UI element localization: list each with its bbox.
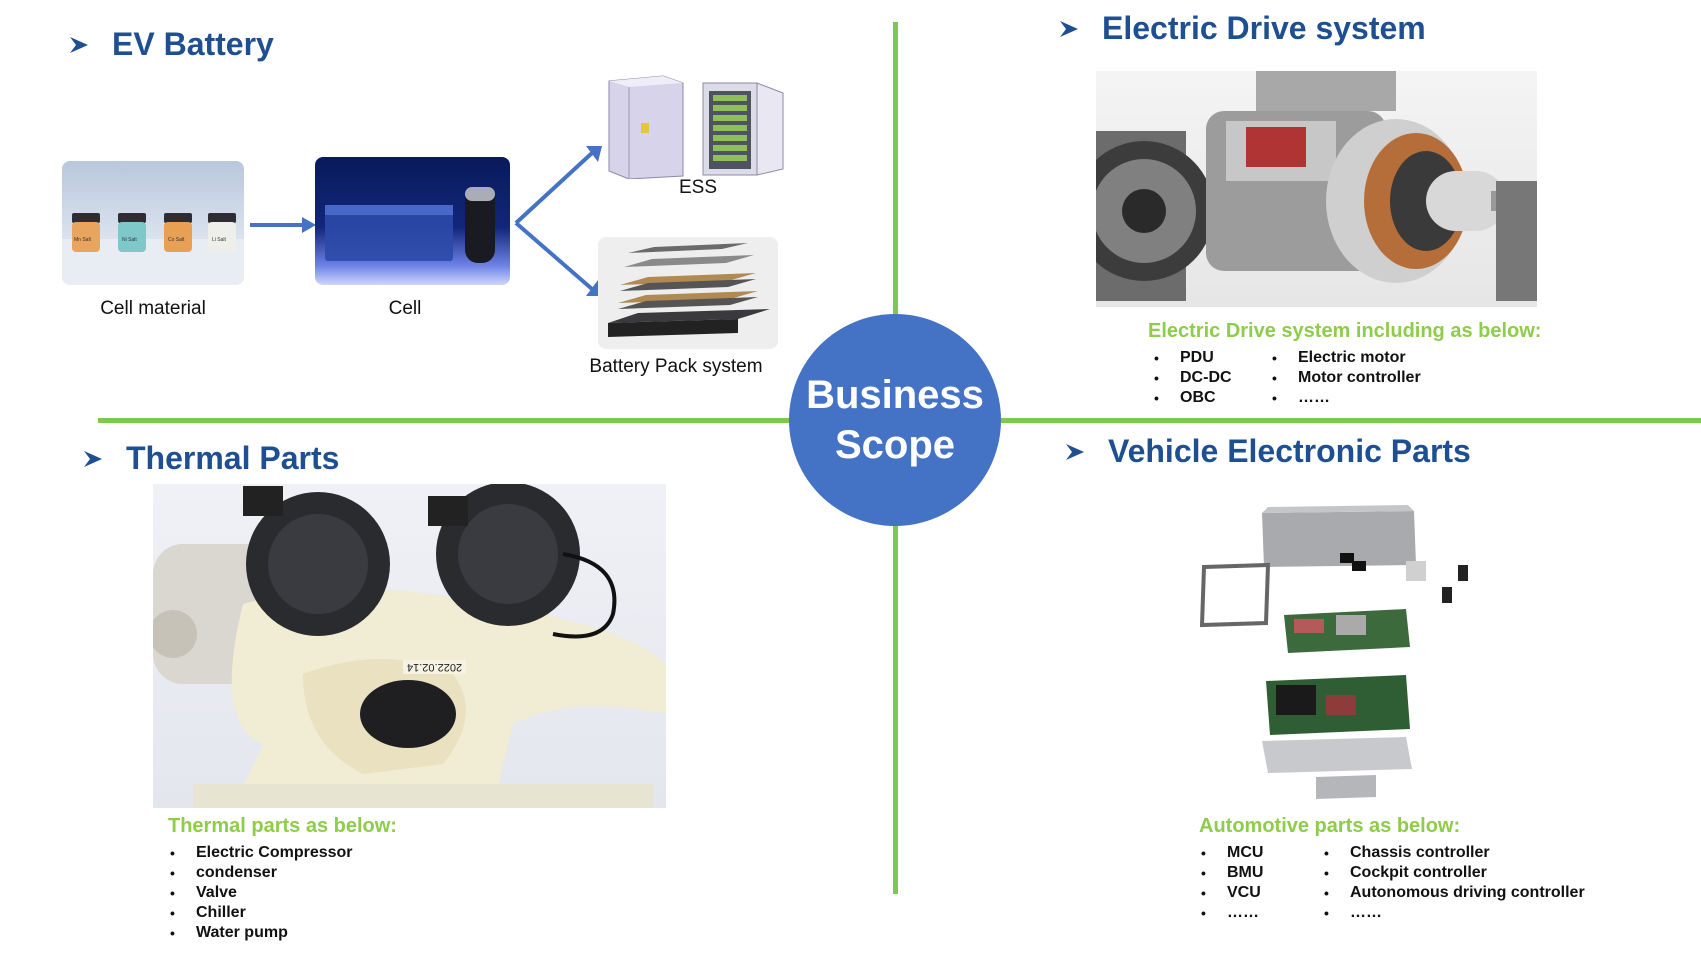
arrowhead-icon: [1060, 20, 1078, 37]
electric-drive-list-2: Electric motor Motor controller ……: [1270, 348, 1421, 408]
battery-pack-label: Battery Pack system: [589, 356, 763, 377]
circle-line-1: Business: [806, 373, 984, 417]
list-item: Valve: [168, 883, 353, 903]
thermal-title: Thermal Parts: [126, 440, 340, 476]
list-item: Chassis controller: [1322, 843, 1585, 863]
vehicle-electronic-title: Vehicle Electronic Parts: [1108, 433, 1471, 469]
vertical-divider-bottom: [893, 526, 898, 894]
list-item: MCU: [1199, 843, 1263, 863]
electric-drive-title: Electric Drive system: [1102, 10, 1426, 46]
arrowhead-icon: [84, 450, 102, 467]
thermal-heading: Thermal Parts: [82, 440, 339, 477]
thermal-list: Electric Compressor condenser Valve Chil…: [168, 843, 353, 943]
ev-battery-title: EV Battery: [112, 26, 274, 62]
list-item: Electric Compressor: [168, 843, 353, 863]
jar-label-ni: Ni Salt: [122, 237, 137, 243]
electric-drive-subtitle: Electric Drive system including as below…: [1148, 320, 1542, 342]
cell-label: Cell: [388, 298, 422, 319]
vertical-divider-top: [893, 22, 898, 314]
vehicle-electronic-list-2: Chassis controller Cockpit controller Au…: [1322, 843, 1585, 923]
vehicle-electronic-list-1: MCU BMU VCU ……: [1199, 843, 1263, 923]
list-item: Motor controller: [1270, 368, 1421, 388]
list-item: PDU: [1152, 348, 1232, 368]
horizontal-divider-left: [98, 418, 789, 423]
jar-label-li: Li Salt: [212, 237, 226, 243]
list-item: DC-DC: [1152, 368, 1232, 388]
cell-image: [315, 157, 510, 285]
arrow-right-icon: [250, 217, 316, 233]
arrowhead-icon: [1066, 443, 1084, 460]
vehicle-electronic-heading: Vehicle Electronic Parts: [1064, 433, 1471, 470]
electric-drive-image: [1096, 71, 1537, 307]
list-item: Electric motor: [1270, 348, 1421, 368]
list-item: ……: [1322, 903, 1585, 923]
list-item: Chiller: [168, 903, 353, 923]
electric-drive-heading: Electric Drive system: [1058, 10, 1426, 47]
cell-material-image: Mn Salt Ni Salt Co Salt Li Salt: [62, 161, 244, 285]
jar-label-co: Co Salt: [168, 237, 185, 243]
list-item: OBC: [1152, 388, 1232, 408]
list-item: VCU: [1199, 883, 1263, 903]
cell-material-label: Cell material: [100, 298, 206, 319]
ev-battery-heading: EV Battery: [68, 26, 274, 63]
list-item: BMU: [1199, 863, 1263, 883]
ess-image: [603, 73, 788, 179]
ess-label: ESS: [678, 177, 718, 198]
list-item: Cockpit controller: [1322, 863, 1585, 883]
business-scope-circle: Business Scope: [789, 314, 1001, 526]
list-item: Water pump: [168, 923, 353, 943]
list-item: Autonomous driving controller: [1322, 883, 1585, 903]
split-arrow-icon: [514, 146, 602, 296]
electric-drive-list-1: PDU DC-DC OBC: [1152, 348, 1232, 408]
battery-pack-image: [598, 237, 778, 349]
vehicle-electronic-image: [1176, 505, 1502, 805]
jar-label-mn: Mn Salt: [74, 237, 91, 243]
list-item: condenser: [168, 863, 353, 883]
list-item: ……: [1270, 388, 1421, 408]
thermal-parts-image: 2022.02.14: [153, 484, 666, 808]
thermal-subtitle: Thermal parts as below:: [168, 815, 397, 837]
arrowhead-icon: [70, 36, 88, 53]
circle-line-2: Scope: [834, 423, 956, 467]
horizontal-divider-right: [1001, 418, 1701, 423]
list-item: ……: [1199, 903, 1263, 923]
vehicle-electronic-subtitle: Automotive parts as below:: [1199, 815, 1461, 837]
date-stamp: 2022.02.14: [403, 660, 467, 674]
